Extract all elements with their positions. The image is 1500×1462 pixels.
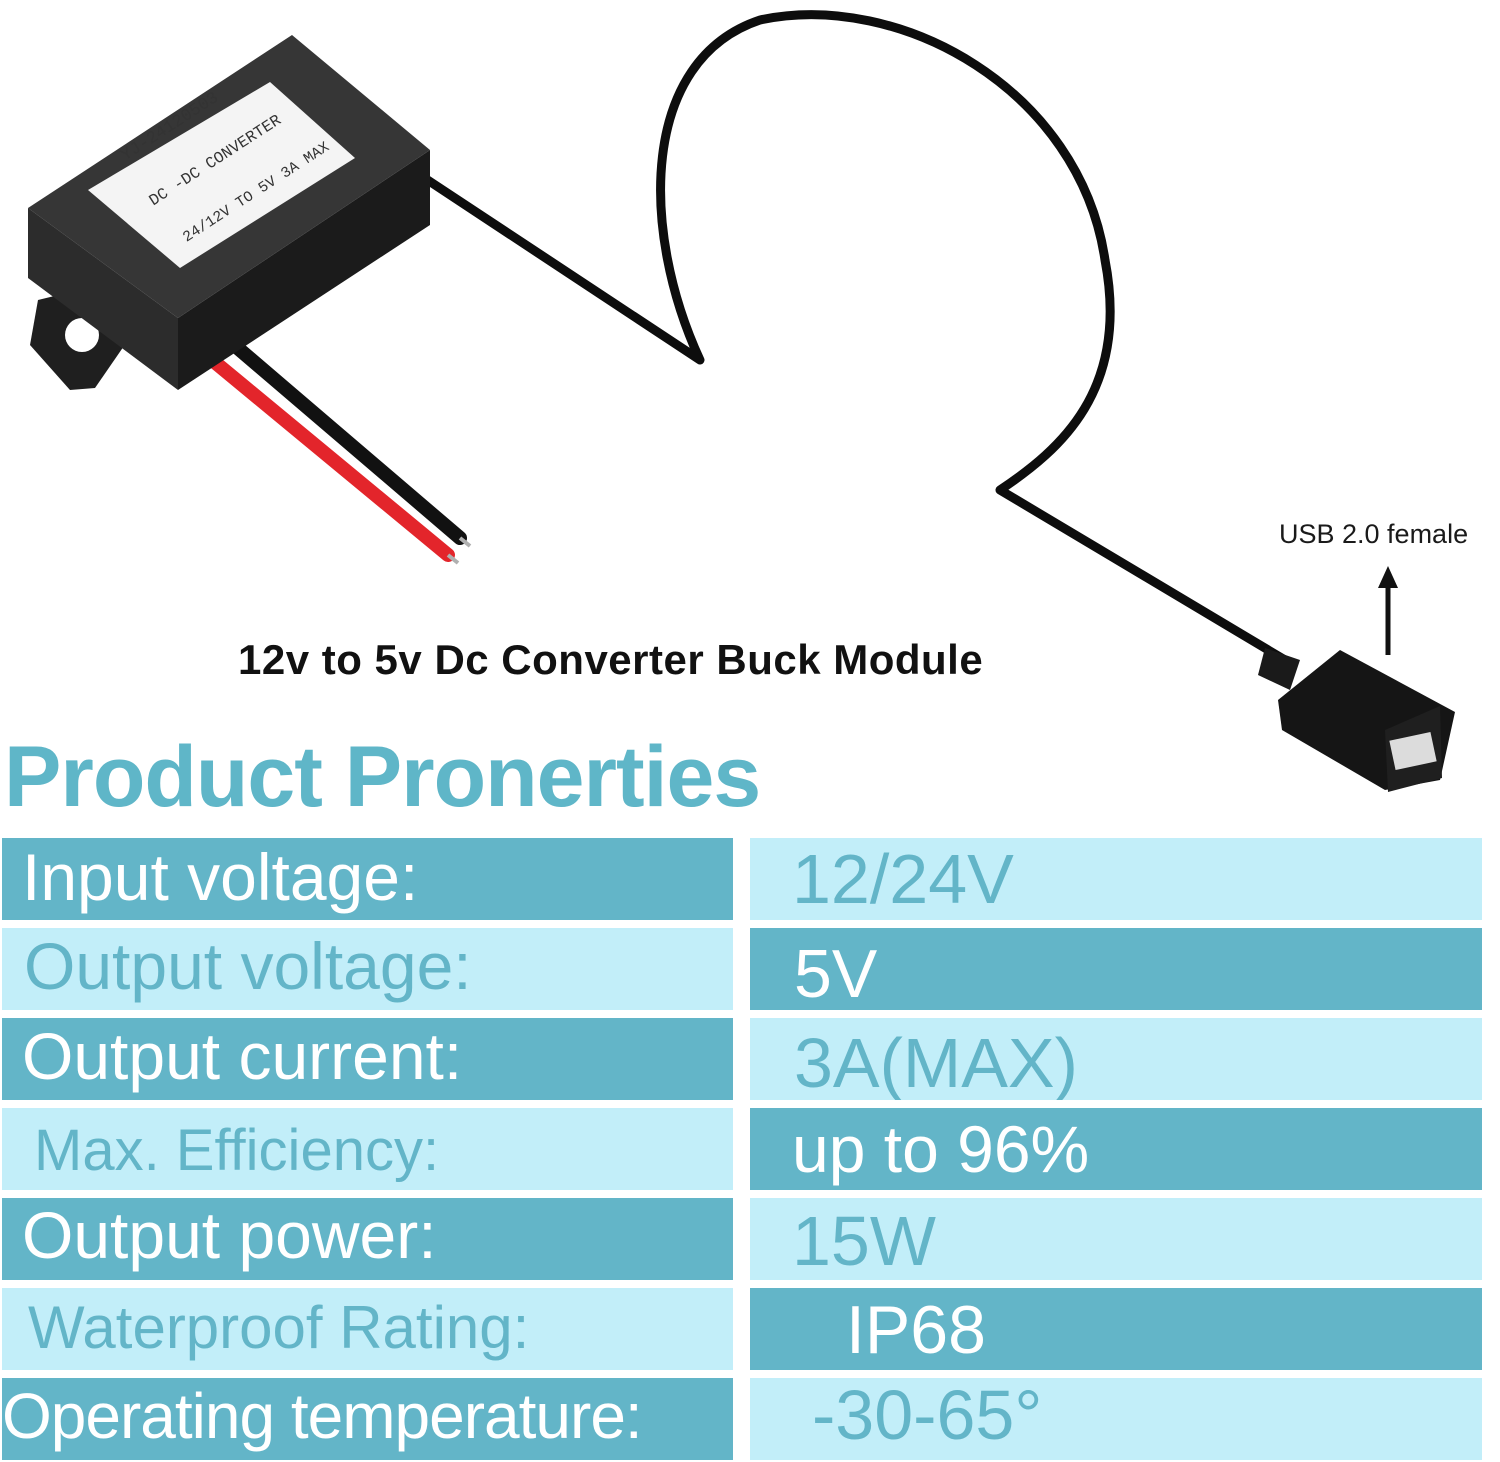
spec-row-output-current: Output current: 3A(MAX): [2, 1018, 1482, 1100]
spec-label-cell: Output current:: [2, 1018, 733, 1100]
product-image: [28, 10, 1455, 792]
product-caption: 12v to 5v Dc Converter Buck Module: [238, 636, 984, 683]
usb-connector: [1258, 648, 1455, 792]
spec-row-output-power: Output power: 15W: [2, 1198, 1482, 1280]
spec-row-input-voltage: Input voltage: 12/24V: [2, 838, 1482, 920]
spec-label: Input voltage:: [22, 840, 419, 914]
spec-table: Input voltage: 12/24V Output voltage: 5V…: [2, 838, 1482, 1460]
spec-value: 3A(MAX): [794, 1024, 1078, 1100]
spec-label-cell: Output voltage:: [2, 928, 733, 1010]
section-title: Product Pronerties: [4, 729, 761, 825]
module-sticker: [88, 82, 355, 268]
black-wire: [198, 313, 467, 545]
spec-value-cell: IP68: [750, 1288, 1482, 1370]
spec-value: IP68: [846, 1292, 986, 1368]
spec-value-cell: 15W: [750, 1198, 1482, 1280]
spec-value-cell: 3A(MAX): [750, 1018, 1482, 1100]
spec-row-max-efficiency: Max. Efficiency: up to 96%: [2, 1108, 1482, 1190]
spec-value-cell: up to 96%: [750, 1108, 1482, 1190]
spec-value: 12/24V: [792, 840, 1014, 918]
spec-label-cell: Waterproof Rating:: [2, 1288, 733, 1370]
spec-label: Output current:: [22, 1019, 463, 1093]
spec-label-cell: Output power:: [2, 1198, 733, 1280]
spec-label: Waterproof Rating:: [28, 1294, 530, 1361]
spec-label-cell: Operating temperature:: [2, 1378, 733, 1460]
red-wire: [181, 333, 455, 562]
spec-label: Output voltage:: [24, 929, 472, 1003]
converter-module: [28, 35, 430, 390]
usb-cable: [415, 10, 1290, 665]
usb-label: USB 2.0 female: [1279, 519, 1469, 549]
spec-value-cell: 12/24V: [750, 838, 1482, 920]
spec-label: Operating temperature:: [2, 1380, 643, 1452]
spec-value: 5V: [794, 936, 878, 1010]
spec-row-operating-temperature: Operating temperature: -30-65°: [2, 1378, 1482, 1460]
spec-row-waterproof-rating: Waterproof Rating: IP68: [2, 1288, 1482, 1370]
spec-value-cell: -30-65°: [750, 1378, 1482, 1460]
spec-value: up to 96%: [792, 1112, 1090, 1186]
spec-row-output-voltage: Output voltage: 5V: [2, 928, 1482, 1010]
spec-value-cell: 5V: [750, 928, 1482, 1010]
spec-value: 15W: [792, 1202, 936, 1280]
spec-label: Max. Efficiency:: [34, 1118, 440, 1183]
spec-label-cell: Max. Efficiency:: [2, 1108, 733, 1190]
spec-label: Output power:: [22, 1198, 437, 1272]
spec-value: -30-65°: [812, 1378, 1043, 1454]
spec-label-cell: Input voltage:: [2, 838, 733, 920]
